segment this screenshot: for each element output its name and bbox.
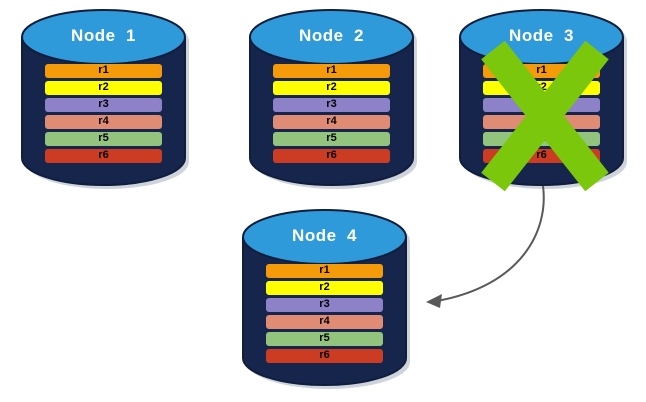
row-band-r6: r6 bbox=[266, 349, 383, 363]
row-band-r6: r6 bbox=[45, 149, 162, 163]
row-band-r3: r3 bbox=[483, 98, 600, 112]
node-cylinder-4[interactable]: Node 4 r1 r2 r3 r4 r5 r6 bbox=[242, 209, 410, 389]
row-band-r4: r4 bbox=[273, 115, 390, 129]
row-band-r6: r6 bbox=[483, 149, 600, 163]
row-band-r3: r3 bbox=[266, 298, 383, 312]
row-band-r4: r4 bbox=[45, 115, 162, 129]
node-title: Node 1 bbox=[71, 26, 136, 45]
row-band-r1: r1 bbox=[483, 64, 600, 78]
row-band-r3: r3 bbox=[273, 98, 390, 112]
row-band-r1: r1 bbox=[266, 264, 383, 278]
node-title: Node 4 bbox=[292, 226, 357, 245]
row-stack: r1 r2 r3 r4 r5 r6 bbox=[483, 64, 600, 166]
node-cylinder-1[interactable]: Node 1 r1 r2 r3 r4 r5 r6 bbox=[21, 9, 189, 189]
row-band-r6: r6 bbox=[273, 149, 390, 163]
row-band-r5: r5 bbox=[273, 132, 390, 146]
row-band-r2: r2 bbox=[266, 281, 383, 295]
node-title: Node 2 bbox=[299, 26, 364, 45]
node-cylinder-2[interactable]: Node 2 r1 r2 r3 r4 r5 r6 bbox=[249, 9, 417, 189]
row-band-r5: r5 bbox=[483, 132, 600, 146]
row-stack: r1 r2 r3 r4 r5 r6 bbox=[266, 264, 383, 366]
row-band-r1: r1 bbox=[45, 64, 162, 78]
row-band-r5: r5 bbox=[266, 332, 383, 346]
row-stack: r1 r2 r3 r4 r5 r6 bbox=[45, 64, 162, 166]
row-band-r3: r3 bbox=[45, 98, 162, 112]
row-band-r2: r2 bbox=[273, 81, 390, 95]
row-band-r1: r1 bbox=[273, 64, 390, 78]
node-cylinder-3[interactable]: Node 3 r1 r2 r3 r4 r5 r6 bbox=[459, 9, 627, 191]
row-stack: r1 r2 r3 r4 r5 r6 bbox=[273, 64, 390, 166]
row-band-r2: r2 bbox=[45, 81, 162, 95]
row-band-r4: r4 bbox=[483, 115, 600, 129]
row-band-r4: r4 bbox=[266, 315, 383, 329]
row-band-r2: r2 bbox=[483, 81, 600, 95]
node-title: Node 3 bbox=[509, 26, 574, 45]
row-band-r5: r5 bbox=[45, 132, 162, 146]
